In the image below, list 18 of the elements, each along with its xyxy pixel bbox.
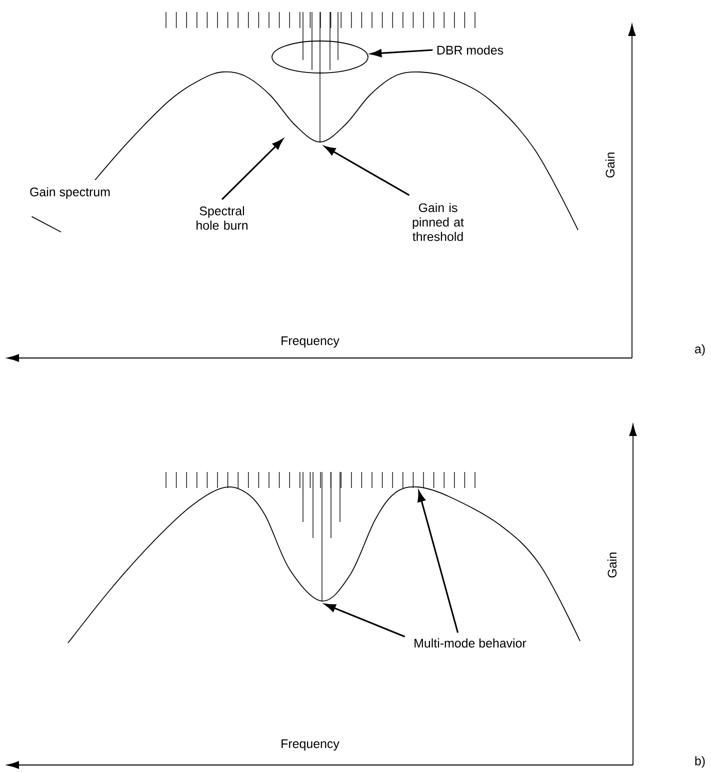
ellipse-outline: [272, 40, 368, 74]
axis-label: Frequency: [282, 336, 340, 348]
axis-label: Gain: [607, 552, 617, 578]
arrow: [418, 490, 459, 633]
panel-label: a): [695, 344, 705, 356]
panel-label: b): [695, 756, 705, 768]
callout-label: Gain spectrum: [30, 187, 110, 199]
arrow: [324, 604, 406, 638]
arrow: [221, 138, 284, 200]
arrow: [324, 146, 410, 196]
axis-label: Gain: [605, 152, 615, 178]
callout-label: Spectral hole burn: [196, 206, 248, 230]
callout-label: Multi-mode behavior: [414, 638, 526, 648]
arrow: [370, 49, 433, 58]
leader-line: [31, 216, 62, 232]
axis-label: Frequency: [282, 739, 340, 751]
callout-label: DBR modes: [437, 45, 504, 55]
callout-label: Gain is pinned at threshold: [412, 202, 464, 242]
